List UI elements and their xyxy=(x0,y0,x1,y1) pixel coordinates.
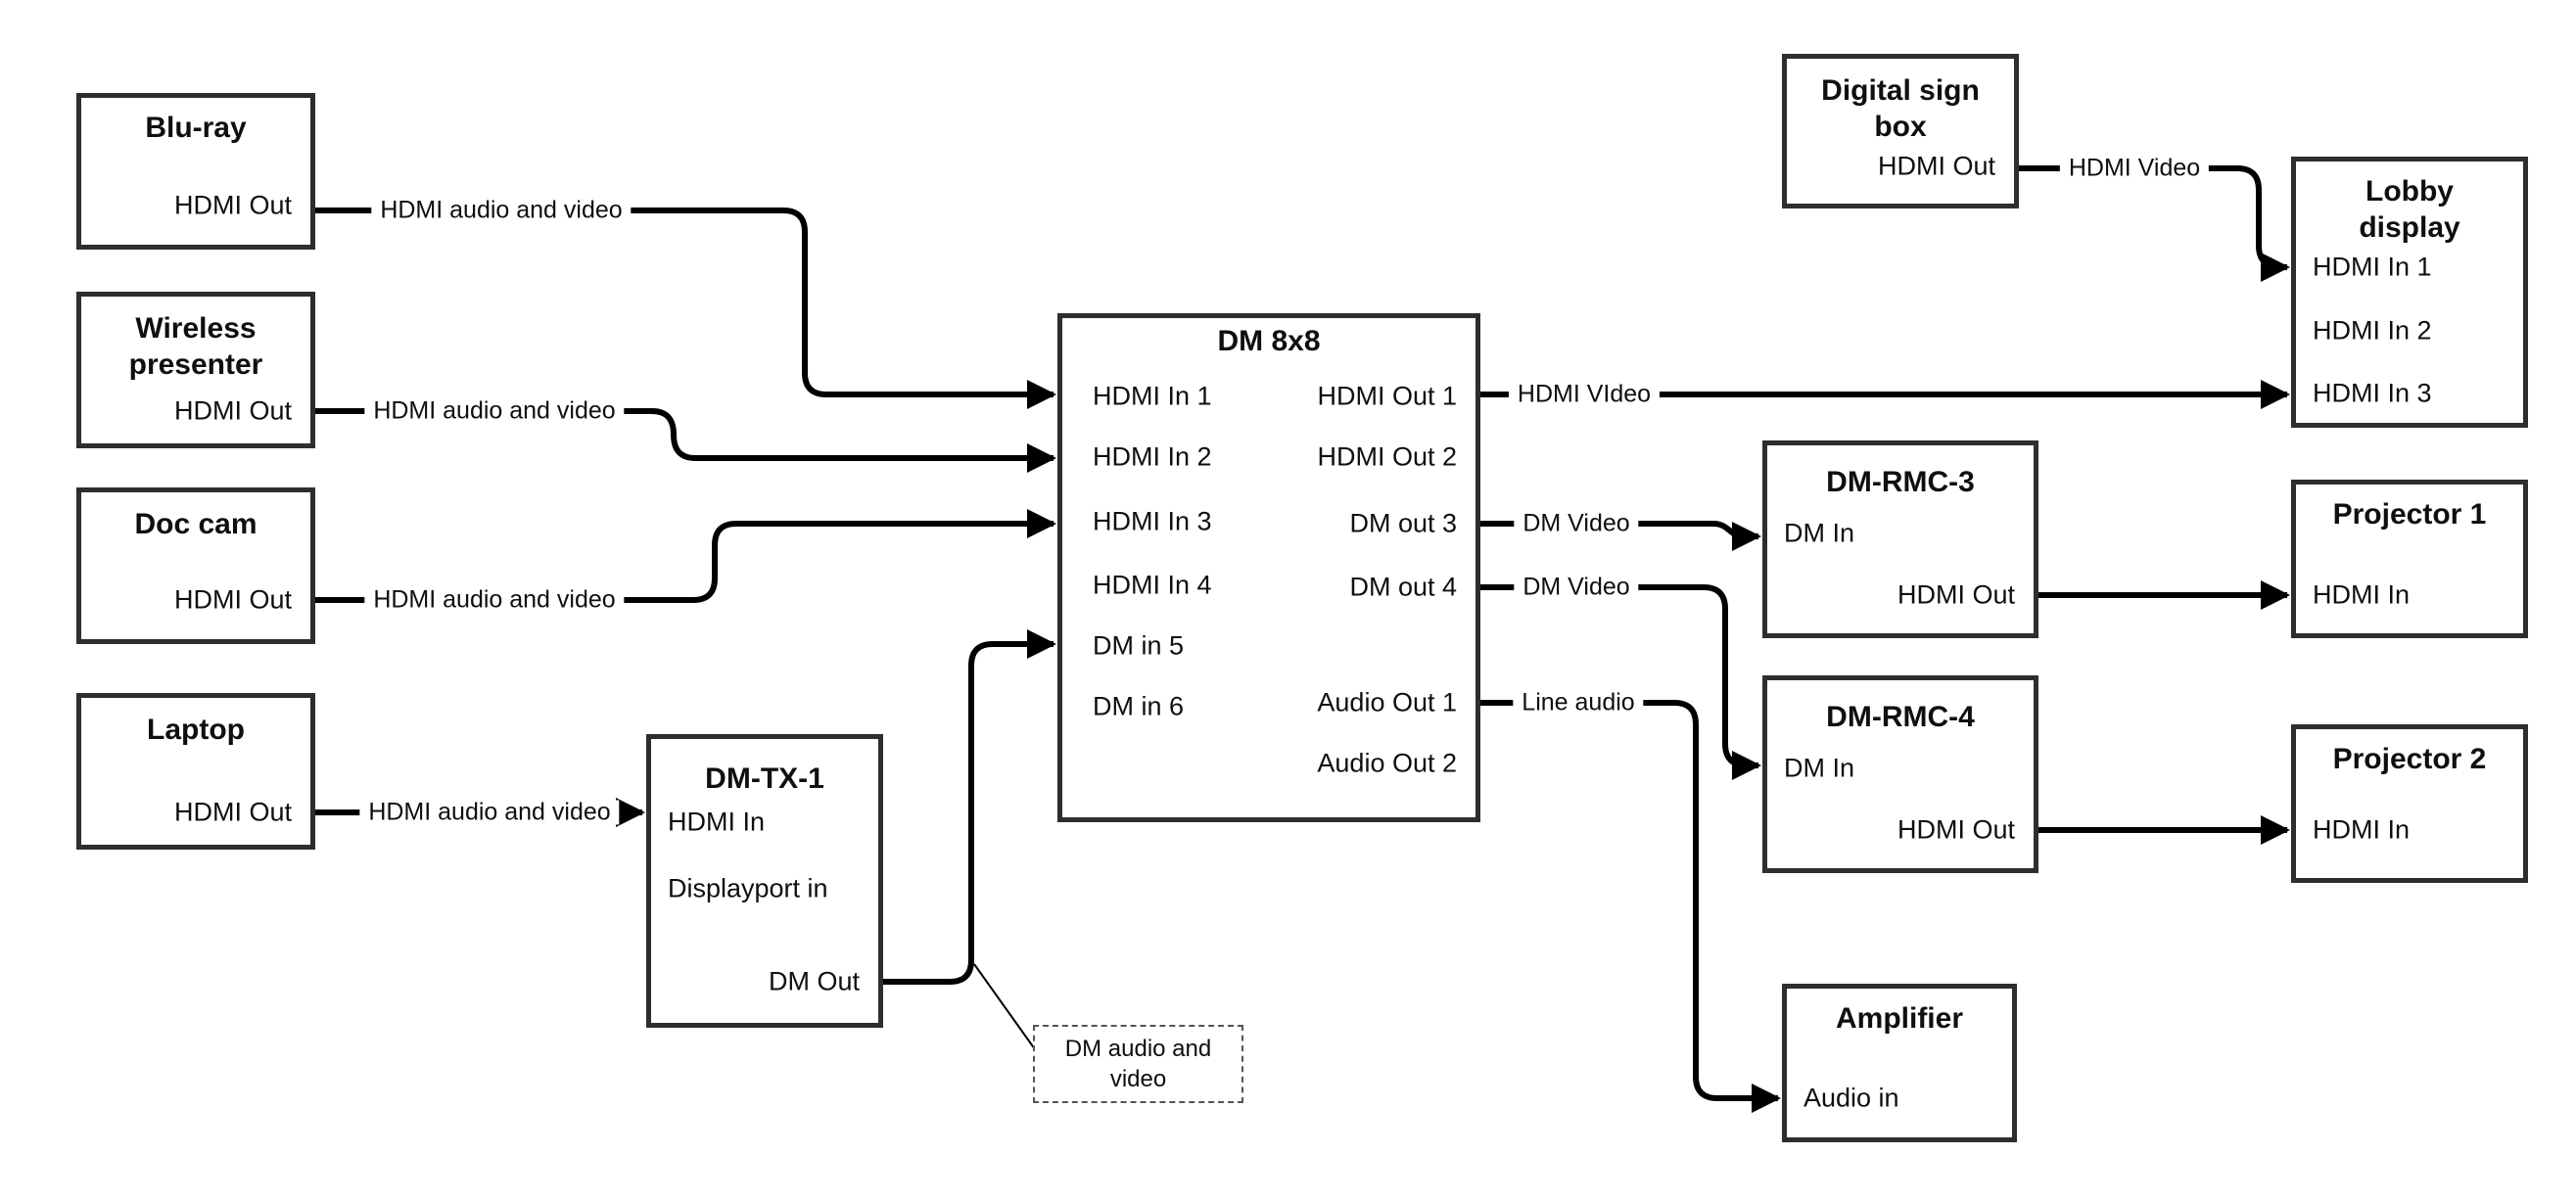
cable-label-c3: HDMI audio and video xyxy=(364,587,625,613)
port-dm-tx-1-dm-out: DM Out xyxy=(768,966,860,996)
port-dm-8x8-audio-out-1: Audio Out 1 xyxy=(1317,687,1457,717)
cable-label-c2: HDMI audio and video xyxy=(364,398,625,424)
cable-label-c7: DM Video xyxy=(1514,511,1639,536)
port-projector-1-hdmi-in: HDMI In xyxy=(2313,579,2411,610)
port-dm-rmc-4-hdmi-out: HDMI Out xyxy=(1897,814,2015,845)
cable-digital-sign-box.hdmi-out-to-lobby-display.hdmi-in-1 xyxy=(2019,165,2290,282)
note-leader-line xyxy=(973,963,1036,1050)
box-title-digital-sign-box: Digital sign box xyxy=(1821,74,1980,143)
box-lobby-display xyxy=(2291,157,2528,428)
port-dm-rmc-3-dm-in: DM In xyxy=(1784,518,1855,548)
cable-blu-ray.hdmi-out-to-dm-8x8.hdmi-in-1 xyxy=(315,208,1056,409)
port-blu-ray-hdmi-out: HDMI Out xyxy=(173,190,292,220)
port-amplifier-audio-in: Audio in xyxy=(1803,1083,1899,1113)
cable-wireless-presenter.hdmi-out-to-dm-8x8.hdmi-in-2 xyxy=(315,408,1056,473)
box-title-dm-tx-1: DM-TX-1 xyxy=(705,762,824,795)
box-dm-rmc-4 xyxy=(1762,675,2038,873)
port-dm-8x8-dm-in-5: DM in 5 xyxy=(1093,630,1185,661)
box-laptop xyxy=(76,693,315,850)
port-dm-rmc-4-dm-in: DM In xyxy=(1784,753,1855,783)
box-title-amplifier: Amplifier xyxy=(1835,1002,1964,1035)
port-dm-tx-1-displayport-in: Displayport in xyxy=(668,873,828,903)
box-projector-2 xyxy=(2291,724,2528,883)
box-dm-tx-1 xyxy=(646,734,883,1028)
port-digital-sign-box-hdmi-out: HDMI Out xyxy=(1877,151,1995,181)
port-projector-2-hdmi-in: HDMI In xyxy=(2313,814,2411,845)
box-projector-1 xyxy=(2291,480,2528,638)
box-title-blu-ray: Blu-ray xyxy=(145,112,247,144)
box-dm-rmc-3 xyxy=(1762,440,2038,638)
cable-label-c1: HDMI audio and video xyxy=(371,198,632,223)
port-dm-tx-1-hdmi-in: HDMI In xyxy=(668,807,766,837)
port-dm-8x8-hdmi-in-2: HDMI In 2 xyxy=(1093,441,1212,472)
box-wireless-presenter xyxy=(76,292,315,448)
port-dm-rmc-3-hdmi-out: HDMI Out xyxy=(1897,579,2015,610)
cable-dm-8x8.dm-out-4-to-dm-rmc-4.dm-in xyxy=(1480,584,1761,780)
box-amplifier xyxy=(1782,984,2017,1142)
cable-label-c8: DM Video xyxy=(1514,575,1639,600)
box-title-wireless-presenter: Wireless presenter xyxy=(128,312,263,381)
port-dm-8x8-hdmi-out-1: HDMI Out 1 xyxy=(1317,381,1457,411)
cable-doc-cam.hdmi-out-to-dm-8x8.hdmi-in-3 xyxy=(315,509,1056,603)
box-title-doc-cam: Doc cam xyxy=(134,508,258,540)
box-title-dm-8x8: DM 8x8 xyxy=(1217,325,1321,357)
cable-label-c9: Line audio xyxy=(1513,690,1644,716)
box-title-lobby-display: Lobby display xyxy=(2359,175,2460,244)
port-doc-cam-hdmi-out: HDMI Out xyxy=(173,584,292,615)
box-title-laptop: Laptop xyxy=(147,714,245,746)
port-dm-8x8-dm-in-6: DM in 6 xyxy=(1093,691,1185,721)
annotation-note: DM audio and video xyxy=(1033,1025,1243,1103)
box-title-dm-rmc-4: DM-RMC-4 xyxy=(1826,701,1975,733)
cable-dm-8x8.dm-out-3-to-dm-rmc-3.dm-in xyxy=(1480,521,1761,551)
box-title-projector-1: Projector 1 xyxy=(2332,498,2487,531)
annotation-note-text: DM audio and video xyxy=(1064,1036,1212,1092)
port-lobby-display-hdmi-in-1: HDMI In 1 xyxy=(2313,252,2432,282)
port-laptop-hdmi-out: HDMI Out xyxy=(173,797,292,827)
port-lobby-display-hdmi-in-2: HDMI In 2 xyxy=(2313,315,2432,346)
cable-label-c6: HDMI VIdeo xyxy=(1508,382,1661,407)
box-title-dm-rmc-3: DM-RMC-3 xyxy=(1826,466,1975,498)
cable-label-c4: HDMI audio and video xyxy=(359,800,620,825)
box-title-projector-2: Projector 2 xyxy=(2332,743,2487,775)
port-dm-8x8-dm-out-4: DM out 4 xyxy=(1349,572,1457,602)
port-dm-8x8-hdmi-in-4: HDMI In 4 xyxy=(1093,570,1212,600)
cable-label-c10: HDMI Video xyxy=(2059,156,2210,181)
cable-dm-tx-1.dm-out-to-dm-8x8.dm-in-5 xyxy=(883,629,1056,985)
port-dm-8x8-dm-out-3: DM out 3 xyxy=(1349,508,1457,538)
port-dm-8x8-audio-out-2: Audio Out 2 xyxy=(1317,748,1457,778)
box-doc-cam xyxy=(76,487,315,644)
port-dm-8x8-hdmi-in-1: HDMI In 1 xyxy=(1093,381,1212,411)
box-dm-8x8 xyxy=(1057,313,1480,822)
cable-dm-8x8.audio-out-1-to-amplifier.audio-in xyxy=(1480,700,1781,1113)
port-dm-8x8-hdmi-in-3: HDMI In 3 xyxy=(1093,506,1212,536)
port-wireless-presenter-hdmi-out: HDMI Out xyxy=(173,395,292,426)
port-dm-8x8-hdmi-out-2: HDMI Out 2 xyxy=(1317,441,1457,472)
port-lobby-display-hdmi-in-3: HDMI In 3 xyxy=(2313,378,2432,408)
box-digital-sign-box xyxy=(1782,54,2019,208)
box-blu-ray xyxy=(76,93,315,250)
